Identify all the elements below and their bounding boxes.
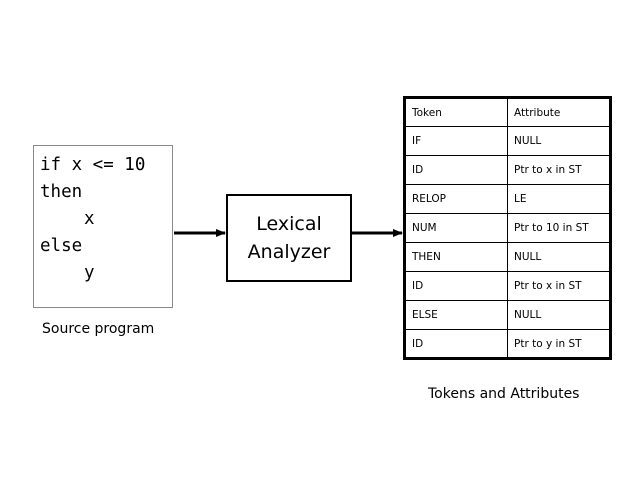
attribute-cell: Ptr to 10 in ST	[507, 213, 611, 243]
token-cell: ID	[404, 329, 508, 359]
table-row: IF NULL	[404, 126, 611, 156]
code-line: else	[40, 236, 83, 256]
table-row: ID Ptr to x in ST	[404, 271, 611, 301]
table-row: ID Ptr to y in ST	[404, 329, 611, 359]
table-row: ID Ptr to x in ST	[404, 155, 611, 185]
source-program-box: if x <= 10 then x else y	[33, 145, 173, 308]
token-cell: RELOP	[404, 184, 508, 214]
table-row: RELOP LE	[404, 184, 611, 214]
token-cell: NUM	[404, 213, 508, 243]
header-token: Token	[404, 97, 508, 127]
attribute-cell: NULL	[507, 126, 611, 156]
attribute-cell: NULL	[507, 242, 611, 272]
token-cell: ID	[404, 155, 508, 185]
table-row: THEN NULL	[404, 242, 611, 272]
attribute-cell: Ptr to x in ST	[507, 271, 611, 301]
code-line: then	[40, 182, 83, 202]
code-line: y	[84, 263, 95, 283]
token-cell: ID	[404, 271, 508, 301]
attribute-cell: LE	[507, 184, 611, 214]
lexical-analyzer-box: Lexical Analyzer	[226, 194, 352, 282]
token-table-caption: Tokens and Attributes	[428, 386, 580, 402]
token-cell: THEN	[404, 242, 508, 272]
attribute-cell: Ptr to y in ST	[507, 329, 611, 359]
token-attribute-table: Token Attribute IF NULL ID Ptr to x in S…	[403, 96, 612, 360]
attribute-cell: NULL	[507, 300, 611, 330]
header-attribute: Attribute	[507, 97, 611, 127]
table-row: NUM Ptr to 10 in ST	[404, 213, 611, 243]
table-row: ELSE NULL	[404, 300, 611, 330]
code-line: if x <= 10	[40, 155, 146, 175]
lexer-label-line-1: Lexical	[256, 213, 322, 235]
token-cell: ELSE	[404, 300, 508, 330]
token-cell: IF	[404, 126, 508, 156]
code-line: x	[84, 209, 95, 229]
table-header-row: Token Attribute	[404, 97, 611, 127]
attribute-cell: Ptr to x in ST	[507, 155, 611, 185]
source-program-caption: Source program	[42, 321, 155, 337]
lexer-label-line-2: Analyzer	[247, 241, 331, 263]
